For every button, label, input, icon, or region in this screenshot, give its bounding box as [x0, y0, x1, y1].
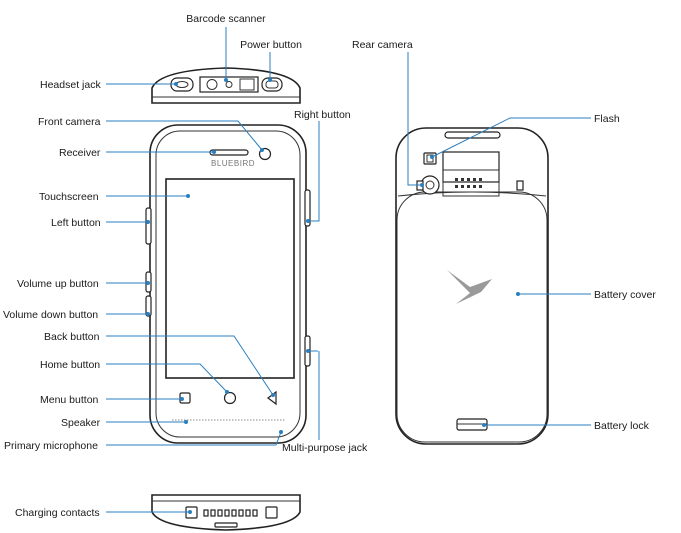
label-headset-jack: Headset jack: [40, 79, 101, 91]
callout-labels: Barcode scanner Power button Headset jac…: [3, 13, 656, 519]
back-view: [396, 128, 548, 444]
label-back-button: Back button: [44, 331, 100, 343]
label-charging-contacts: Charging contacts: [15, 507, 100, 519]
label-menu-button: Menu button: [40, 394, 99, 406]
label-multi-purpose-jack: Multi-purpose jack: [282, 442, 368, 454]
label-volume-down-button: Volume down button: [3, 309, 98, 321]
front-view: BLUEBIRD: [146, 125, 310, 443]
label-touchscreen: Touchscreen: [39, 191, 99, 203]
label-right-button: Right button: [294, 109, 351, 121]
label-power-button: Power button: [240, 39, 302, 51]
label-volume-up-button: Volume up button: [17, 278, 99, 290]
label-left-button: Left button: [51, 217, 101, 229]
label-front-camera: Front camera: [38, 116, 101, 128]
label-rear-camera: Rear camera: [352, 39, 413, 51]
label-battery-cover: Battery cover: [594, 289, 656, 301]
label-barcode-scanner: Barcode scanner: [186, 13, 266, 25]
brand-text: BLUEBIRD: [211, 159, 255, 168]
label-receiver: Receiver: [59, 147, 101, 159]
label-home-button: Home button: [40, 359, 100, 371]
label-battery-lock: Battery lock: [594, 420, 650, 432]
label-primary-microphone: Primary microphone: [4, 440, 98, 452]
label-speaker: Speaker: [61, 417, 101, 429]
label-flash: Flash: [594, 113, 620, 125]
